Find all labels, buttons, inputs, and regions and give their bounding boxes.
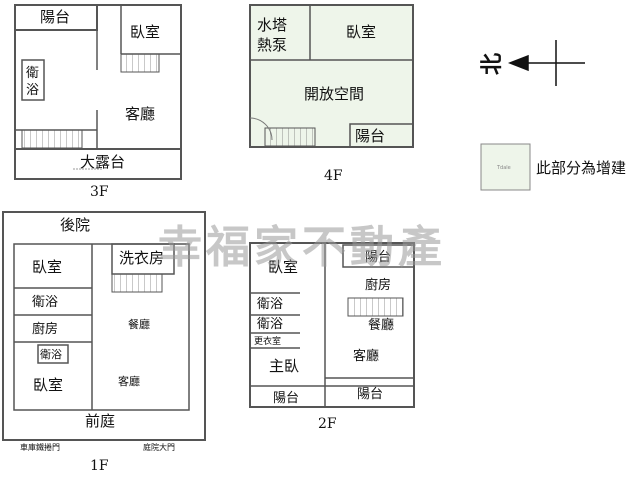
room-1f-front-yard: 前庭 <box>85 412 115 430</box>
caption-4f: 4F <box>324 168 343 184</box>
brand-watermark: 幸福家不動產 <box>158 222 446 273</box>
room-4f-tank-2: 熱泵 <box>257 36 287 54</box>
room-1f-bedroom-top: 臥室 <box>32 258 62 276</box>
plan-3f-labels: 陽台 臥室 衛 浴 客廳 大露台 3F <box>26 8 160 200</box>
room-2f-living: 客廳 <box>353 348 379 364</box>
room-3f-bath-2: 浴 <box>26 83 39 98</box>
plan-1f-labels: 後院 洗衣房 臥室 衛浴 廚房 餐廳 衛浴 臥室 客廳 前庭 車庫鐵捲門 庭院大… <box>20 216 175 474</box>
gate-yard: 庭院大門 <box>143 442 175 452</box>
room-2f-master: 主臥 <box>269 357 299 375</box>
room-1f-dining: 餐廳 <box>128 317 150 331</box>
room-4f-balcony: 陽台 <box>355 127 385 145</box>
plan-2f-labels: 臥室 陽台 廚房 衛浴 衛浴 餐廳 更衣室 主臥 客廳 陽台 陽台 2F <box>254 250 394 432</box>
room-1f-laundry: 洗衣房 <box>119 249 164 267</box>
plan-1f <box>2 211 206 441</box>
room-3f-bedroom: 臥室 <box>130 23 160 41</box>
room-2f-bedroom: 臥室 <box>268 258 298 276</box>
caption-1f: 1F <box>90 458 109 474</box>
room-1f-living: 客廳 <box>118 374 140 388</box>
legend-label: 此部分為增建 <box>536 159 626 177</box>
room-2f-balcony-right: 陽台 <box>357 387 383 402</box>
room-2f-bath-2: 衛浴 <box>257 317 283 332</box>
room-3f-balcony: 陽台 <box>40 8 70 26</box>
room-3f-bath-1: 衛 <box>26 66 39 81</box>
room-1f-kitchen: 廚房 <box>32 321 58 337</box>
plan-3f <box>14 4 182 180</box>
caption-2f: 2F <box>318 416 337 432</box>
room-1f-bedroom-bottom: 臥室 <box>33 376 63 394</box>
legend-swatch <box>480 143 531 191</box>
room-3f-terrace: 大露台 <box>80 153 125 171</box>
room-2f-closet: 更衣室 <box>254 335 281 347</box>
room-4f-open-space: 開放空間 <box>304 85 364 103</box>
room-2f-dining: 餐廳 <box>368 317 394 333</box>
plan-2f <box>249 242 415 408</box>
north-arrow <box>507 40 585 86</box>
room-4f-bedroom: 臥室 <box>346 23 376 41</box>
room-1f-bath-inner: 衛浴 <box>40 348 62 361</box>
room-2f-balcony-top: 陽台 <box>365 250 391 265</box>
north-label: 北 <box>480 53 505 75</box>
room-2f-kitchen: 廚房 <box>365 277 391 293</box>
plan-4f-labels: 水塔 熱泵 臥室 開放空間 陽台 4F <box>257 16 385 184</box>
room-2f-bath-1: 衛浴 <box>257 297 283 312</box>
room-2f-balcony-left: 陽台 <box>273 391 299 406</box>
legend-swatch-text: Tdale <box>496 165 511 171</box>
room-1f-bath-top: 衛浴 <box>32 295 58 310</box>
room-3f-living: 客廳 <box>125 105 155 123</box>
gate-garage: 車庫鐵捲門 <box>20 442 60 452</box>
caption-3f: 3F <box>90 184 109 200</box>
room-4f-tank-1: 水塔 <box>257 16 287 34</box>
plan-4f <box>249 4 414 148</box>
room-1f-backyard: 後院 <box>60 216 90 234</box>
